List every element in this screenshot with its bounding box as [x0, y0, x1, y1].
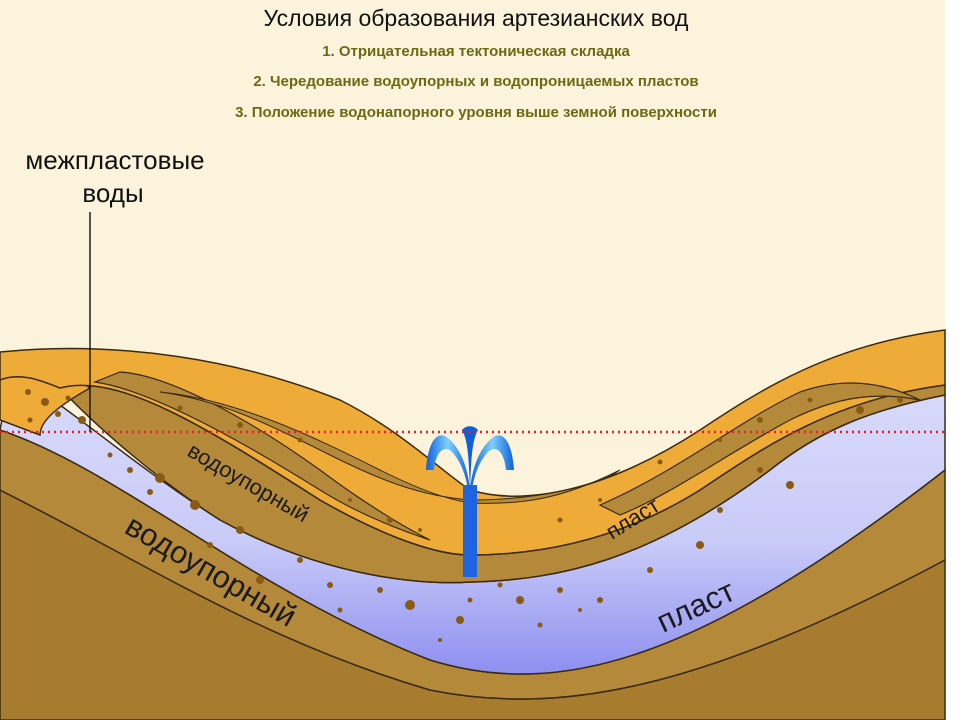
- condition-1: 1. Отрицательная тектоническая складка: [322, 43, 630, 60]
- upper-thin-aquiclude-mid: [159, 391, 621, 504]
- upper-thin-aquiclude-right: [598, 382, 921, 516]
- upper-permeable-layer: [0, 329, 946, 556]
- well-pipe: [463, 485, 477, 577]
- diagram-title: Условия образования артезианских вод: [264, 5, 690, 31]
- upper-thin-aquiclude-left: [92, 371, 431, 541]
- right-margin: [945, 0, 960, 720]
- condition-3: 3. Положение водонапорного уровня выше з…: [235, 104, 717, 121]
- condition-2: 2. Чередование водоупорных и водопроница…: [253, 73, 698, 90]
- fountain: [426, 426, 514, 492]
- pebbles: [25, 389, 903, 642]
- annotation-line-1: межпластовые: [25, 145, 204, 175]
- annotation-line-2: воды: [82, 178, 143, 208]
